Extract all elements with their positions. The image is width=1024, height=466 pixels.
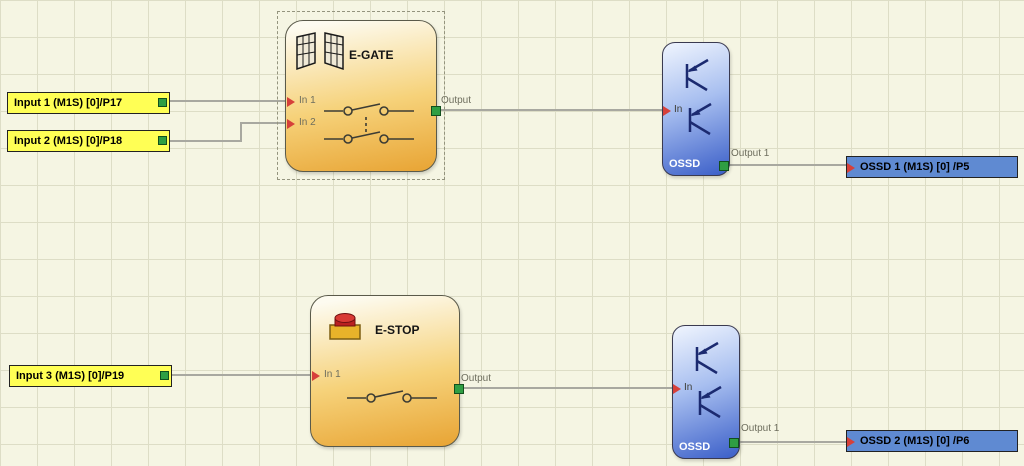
connection-pin[interactable] [431,106,441,116]
wire-input3-estop[interactable] [170,374,310,376]
ossd2-output-label: Output 1 [741,423,780,434]
egate-in2-label: In 2 [299,117,316,128]
estop-output-label: Output [461,373,492,384]
transistor-icon [674,56,718,140]
output-tag-ossd2[interactable]: OSSD 2 (M1S) [0] /P6 [846,430,1018,452]
ossd-block-bottom[interactable]: In OSSD [672,325,740,459]
egate-in1-label: In 1 [299,95,316,106]
egate-block[interactable]: E-GATE In 1 In 2 [285,20,441,172]
ossd2-in-label: In [684,382,693,393]
input-arrow-icon[interactable] [287,119,295,129]
input-arrow-icon[interactable] [847,163,855,173]
input-arrow-icon[interactable] [312,371,320,381]
contact-symbols-icon [324,103,414,144]
input-arrow-icon[interactable] [287,97,295,107]
input-tag-1[interactable]: Input 1 (M1S) [0]/P17 [7,92,170,114]
ossd2-title: OSSD [679,441,711,453]
wire-ossd1-out[interactable] [724,164,846,166]
input-arrow-icon[interactable] [673,384,681,394]
ossd1-title: OSSD [669,158,701,170]
estop-title: E-STOP [375,323,420,337]
wire-input2-egate[interactable] [240,122,287,124]
connection-pin[interactable] [160,371,169,380]
transistor-icon [684,339,728,423]
input-arrow-icon[interactable] [847,437,855,447]
estop-in1-label: In 1 [324,369,341,380]
wire-egate-ossd1[interactable] [436,109,664,111]
ossd1-in-label: In [674,104,683,115]
ossd1-output-label: Output 1 [731,148,770,159]
wire-input2-egate[interactable] [168,140,242,142]
egate-title: E-GATE [349,48,394,62]
wire-input2-egate[interactable] [240,122,242,142]
estop-block[interactable]: E-STOP In 1 [310,295,464,447]
wire-input1-egate[interactable] [168,100,285,102]
connection-pin[interactable] [454,384,464,394]
connection-pin[interactable] [719,161,729,171]
connection-pin[interactable] [158,136,167,145]
gate-icon [296,32,344,71]
contact-symbol-icon [347,390,437,403]
output-tag-ossd1-label: OSSD 1 (M1S) [0] /P5 [860,161,970,173]
connection-pin[interactable] [158,98,167,107]
output-tag-ossd2-label: OSSD 2 (M1S) [0] /P6 [860,435,970,447]
connection-pin[interactable] [729,438,739,448]
input-tag-1-label: Input 1 (M1S) [0]/P17 [14,97,123,109]
wire-estop-ossd2[interactable] [456,387,674,389]
output-tag-ossd1[interactable]: OSSD 1 (M1S) [0] /P5 [846,156,1018,178]
wire-ossd2-out[interactable] [734,441,846,443]
input-tag-2[interactable]: Input 2 (M1S) [0]/P18 [7,130,170,152]
input-arrow-icon[interactable] [663,106,671,116]
selection-rectangle [277,11,445,180]
input-tag-2-label: Input 2 (M1S) [0]/P18 [14,135,123,147]
ossd-block-top[interactable]: In OSSD [662,42,730,176]
estop-icon [329,313,361,340]
input-tag-3[interactable]: Input 3 (M1S) [0]/P19 [9,365,172,387]
input-tag-3-label: Input 3 (M1S) [0]/P19 [16,370,125,382]
egate-output-label: Output [441,95,472,106]
